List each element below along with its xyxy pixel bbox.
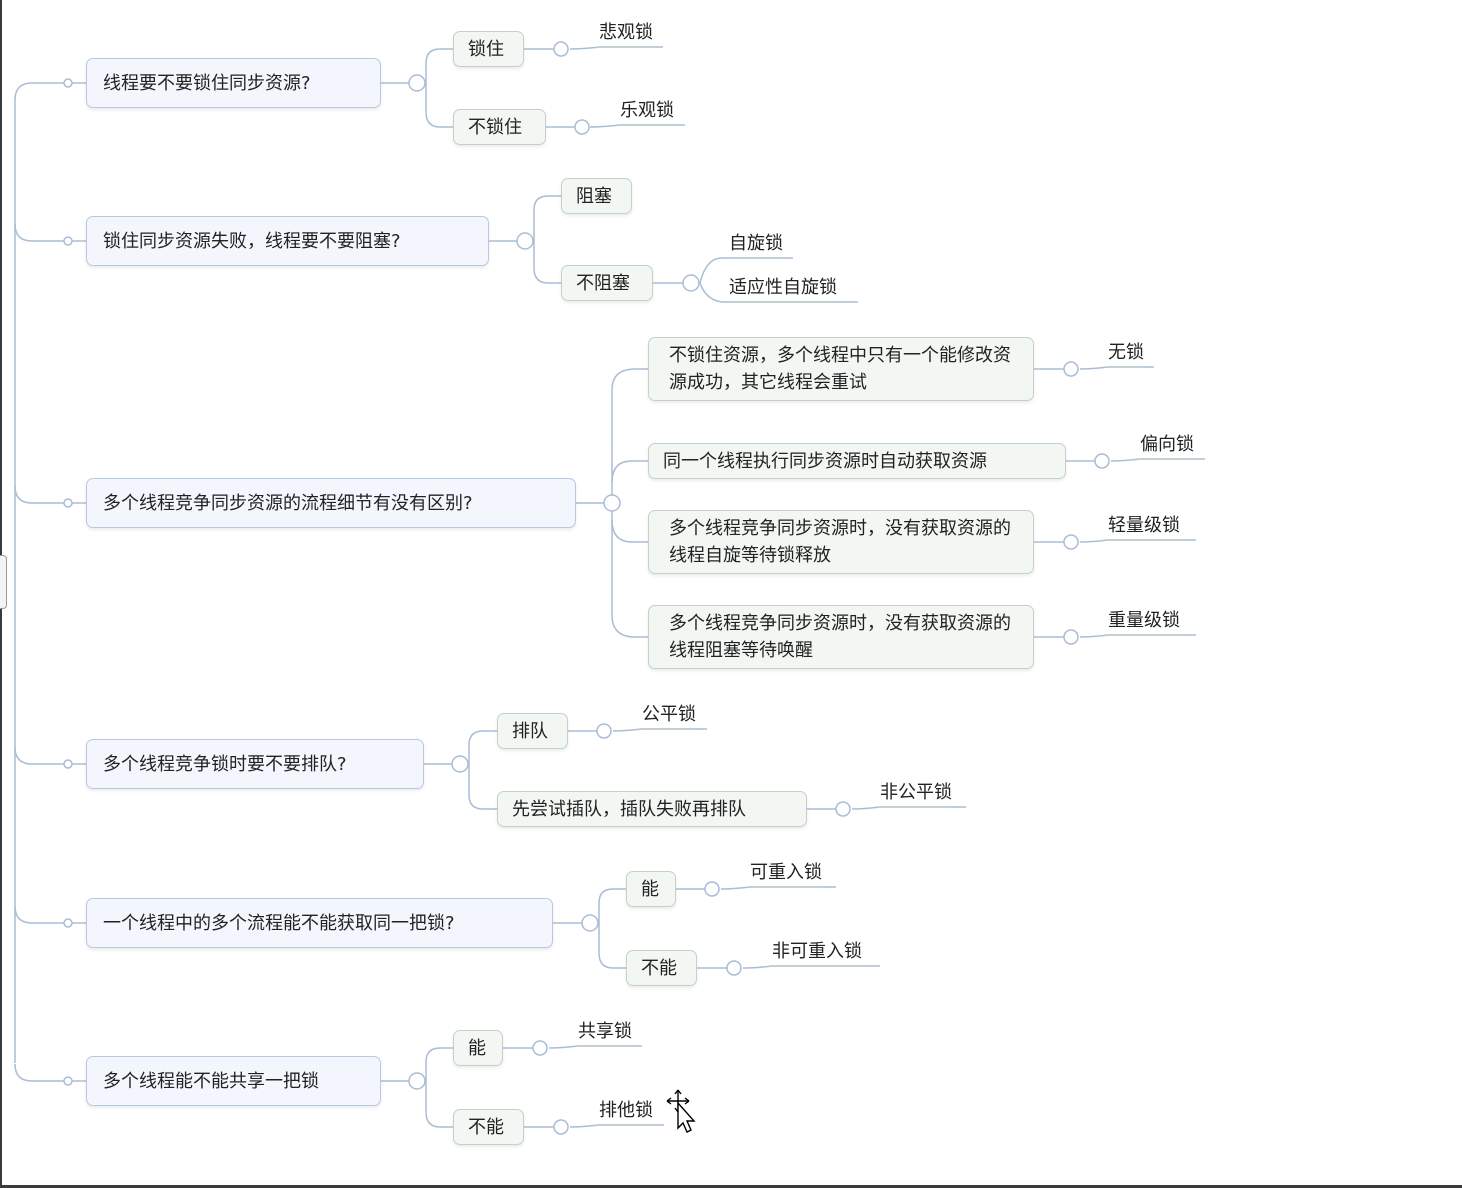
option-node[interactable]: 多个线程竞争同步资源时，没有获取资源的线程阻塞等待唤醒 <box>648 605 1034 669</box>
option-node[interactable]: 不锁住 <box>453 109 546 145</box>
question-node[interactable]: 多个线程竞争锁时要不要排队? <box>86 739 424 789</box>
result-leaf[interactable]: 轻量级锁 <box>1106 515 1182 541</box>
option-node[interactable]: 多个线程竞争同步资源时，没有获取资源的线程自旋等待锁释放 <box>648 510 1034 574</box>
question-node[interactable]: 一个线程中的多个流程能不能获取同一把锁? <box>86 898 553 948</box>
result-leaf[interactable]: 排他锁 <box>597 1100 655 1126</box>
result-leaf[interactable]: 可重入锁 <box>748 862 824 888</box>
option-node[interactable]: 锁住 <box>453 31 524 67</box>
result-leaf[interactable]: 悲观锁 <box>597 22 655 48</box>
result-leaf[interactable]: 非公平锁 <box>878 782 954 808</box>
option-node[interactable]: 阻塞 <box>561 178 632 214</box>
question-node[interactable]: 锁住同步资源失败，线程要不要阻塞? <box>86 216 489 266</box>
option-node[interactable]: 不阻塞 <box>561 265 653 301</box>
option-node[interactable]: 不能 <box>453 1109 524 1145</box>
option-node[interactable]: 同一个线程执行同步资源时自动获取资源 <box>648 443 1066 479</box>
result-leaf[interactable]: 无锁 <box>1106 342 1146 368</box>
option-node[interactable]: 不锁住资源，多个线程中只有一个能修改资源成功，其它线程会重试 <box>648 337 1034 401</box>
connector-dots <box>63 41 1110 1135</box>
result-leaf[interactable]: 自旋锁 <box>727 233 785 259</box>
question-node[interactable]: 多个线程竞争同步资源的流程细节有没有区别? <box>86 478 576 528</box>
result-leaf[interactable]: 乐观锁 <box>618 100 676 126</box>
result-leaf[interactable]: 非可重入锁 <box>770 941 864 967</box>
option-node[interactable]: 能 <box>453 1030 503 1066</box>
result-leaf[interactable]: 偏向锁 <box>1138 434 1196 460</box>
question-node[interactable]: 多个线程能不能共享一把锁 <box>86 1056 381 1106</box>
question-node[interactable]: 线程要不要锁住同步资源? <box>86 58 381 108</box>
collapse-handle[interactable] <box>0 555 7 609</box>
result-leaf[interactable]: 共享锁 <box>576 1021 634 1047</box>
option-node[interactable]: 能 <box>626 871 676 907</box>
option-node[interactable]: 排队 <box>497 713 568 749</box>
option-node[interactable]: 不能 <box>626 950 697 986</box>
move-cursor-icon <box>666 1089 696 1133</box>
result-leaf[interactable]: 公平锁 <box>640 704 698 730</box>
window-bottom-border <box>0 1185 1462 1188</box>
result-leaf[interactable]: 适应性自旋锁 <box>727 277 839 303</box>
result-leaf[interactable]: 重量级锁 <box>1106 610 1182 636</box>
option-node[interactable]: 先尝试插队，插队失败再排队 <box>497 791 807 827</box>
